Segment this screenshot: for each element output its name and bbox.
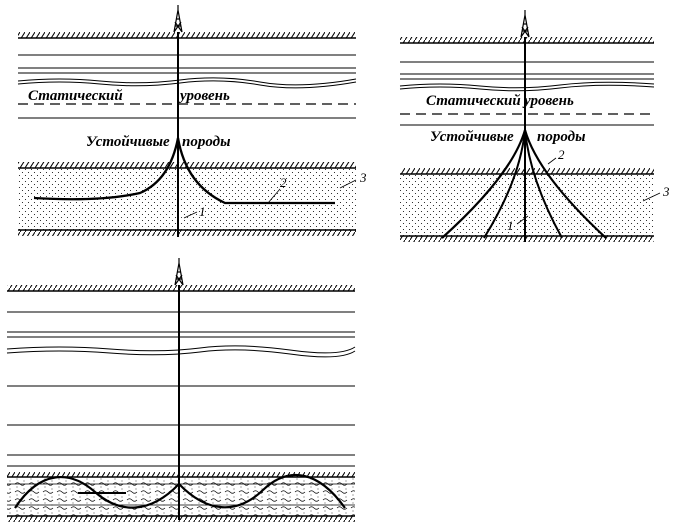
leader-line-2 [267, 188, 281, 204]
stable-rocks-label-2: породы [182, 134, 231, 150]
panel-a-horizontal-well: Статический уровень Устойчивые породы 1 … [17, 5, 367, 237]
reservoir-top-hatch [7, 472, 355, 477]
wavy-boundary [17, 77, 357, 86]
horizontal-branch-right [176, 137, 335, 205]
ground-surface-hatch [7, 285, 355, 291]
callout-1: 1 [507, 218, 514, 233]
static-level-label-2: уровень [522, 93, 574, 109]
leader-line-1 [516, 215, 529, 225]
leader-line-3 [339, 179, 357, 189]
reservoir-top-hatch [400, 168, 654, 174]
lateral-branch-outer-right [523, 129, 607, 239]
stable-rocks-label: Устойчивые [430, 129, 514, 145]
static-level-label-2: уровень [178, 88, 230, 104]
static-level-label: Статический [28, 88, 123, 104]
leader-line-2 [547, 157, 557, 165]
callout-2: 2 [280, 175, 287, 190]
wavy-boundary [17, 80, 357, 89]
callout-2: 2 [558, 147, 565, 162]
reservoir-layer [400, 175, 654, 236]
leader-line-3 [642, 192, 661, 202]
reservoir-bottom-hatch [7, 516, 355, 522]
callout-3: 3 [662, 184, 670, 199]
horizontal-branch-left [33, 137, 180, 201]
lateral-branch-outer-left [441, 129, 527, 239]
reservoir-bottom-hatch [18, 230, 356, 236]
drilling-rig-icon [520, 10, 530, 38]
stable-rocks-label: Устойчивые [86, 134, 170, 150]
panel-c-wavy-well [6, 258, 356, 522]
static-level-label: Статический [426, 93, 521, 109]
leader-line-1 [183, 211, 198, 219]
ground-surface-hatch [18, 32, 356, 38]
drilling-rig-icon [173, 5, 183, 33]
callout-3: 3 [359, 170, 367, 185]
wavy-branch-right [178, 474, 346, 509]
wavy-boundary [6, 345, 356, 354]
callout-1: 1 [199, 204, 206, 219]
stable-rocks-label-2: породы [537, 129, 586, 145]
lateral-branch-inner-right [524, 129, 563, 239]
reservoir-bottom-hatch [400, 236, 654, 242]
panel-b-multilateral-well: Статический уровень Устойчивые породы 2 … [399, 10, 670, 242]
drilling-rig-icon [174, 258, 184, 286]
ground-surface-hatch [400, 37, 654, 43]
wavy-boundary [6, 349, 356, 358]
lateral-branch-inner-left [483, 129, 526, 239]
